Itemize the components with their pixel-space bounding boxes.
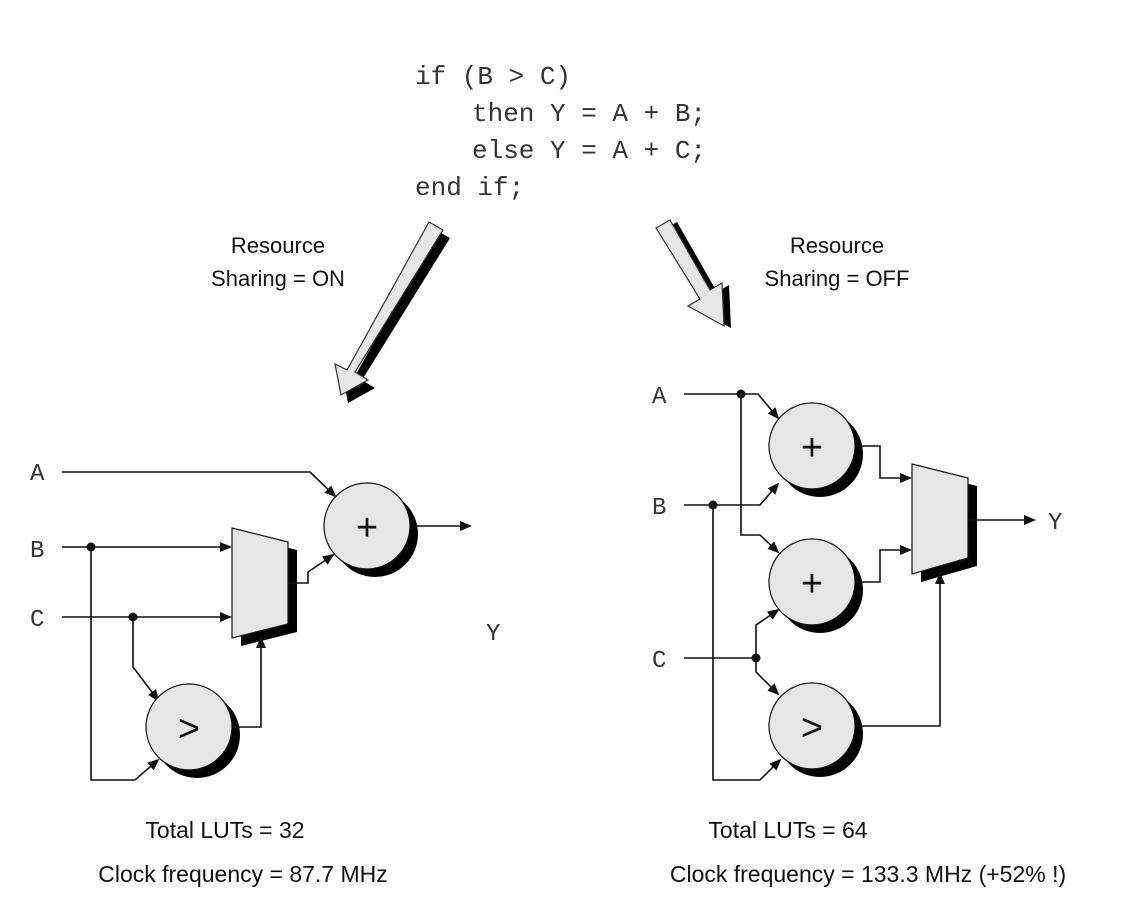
right-input-a: A — [652, 384, 667, 411]
right-clock-frequency: Clock frequency = 133.3 MHz (+52% !) — [670, 861, 1066, 887]
right-comparator-symbol: > — [801, 707, 823, 749]
left-mux — [231, 527, 289, 639]
right-circuit: A B C + + > — [652, 384, 1062, 781]
arrow-sharing-off — [655, 219, 731, 328]
right-output-y: Y — [1048, 510, 1062, 537]
code-block: if (B > C) then Y = A + B; else Y = A + … — [415, 62, 706, 203]
left-input-c: C — [30, 607, 44, 634]
code-line-3: else Y = A + C; — [472, 136, 706, 166]
right-input-b: B — [652, 495, 666, 522]
left-input-b: B — [30, 538, 44, 565]
code-line-2: then Y = A + B; — [472, 99, 706, 129]
right-adder-top-symbol: + — [801, 427, 823, 469]
right-label-line-1: Resource — [790, 233, 884, 258]
left-adder-symbol: + — [356, 507, 378, 549]
right-total-luts: Total LUTs = 64 — [708, 817, 867, 843]
left-label-line-2: Sharing = ON — [211, 266, 345, 291]
left-clock-frequency: Clock frequency = 87.7 MHz — [98, 861, 388, 887]
left-output-y: Y — [486, 621, 500, 648]
code-line-4: end if; — [415, 173, 524, 203]
left-label-line-1: Resource — [231, 233, 325, 258]
left-circuit: A B C + Y > — [30, 461, 500, 781]
right-adder-bottom-symbol: + — [801, 563, 823, 605]
right-mux — [911, 463, 969, 575]
right-input-c: C — [652, 648, 666, 675]
left-input-a: A — [30, 461, 45, 488]
left-comparator-symbol: > — [178, 708, 200, 750]
right-label-line-2: Sharing = OFF — [765, 266, 910, 291]
code-line-1: if (B > C) — [415, 62, 571, 92]
arrow-sharing-on — [334, 221, 450, 403]
left-total-luts: Total LUTs = 32 — [145, 817, 304, 843]
